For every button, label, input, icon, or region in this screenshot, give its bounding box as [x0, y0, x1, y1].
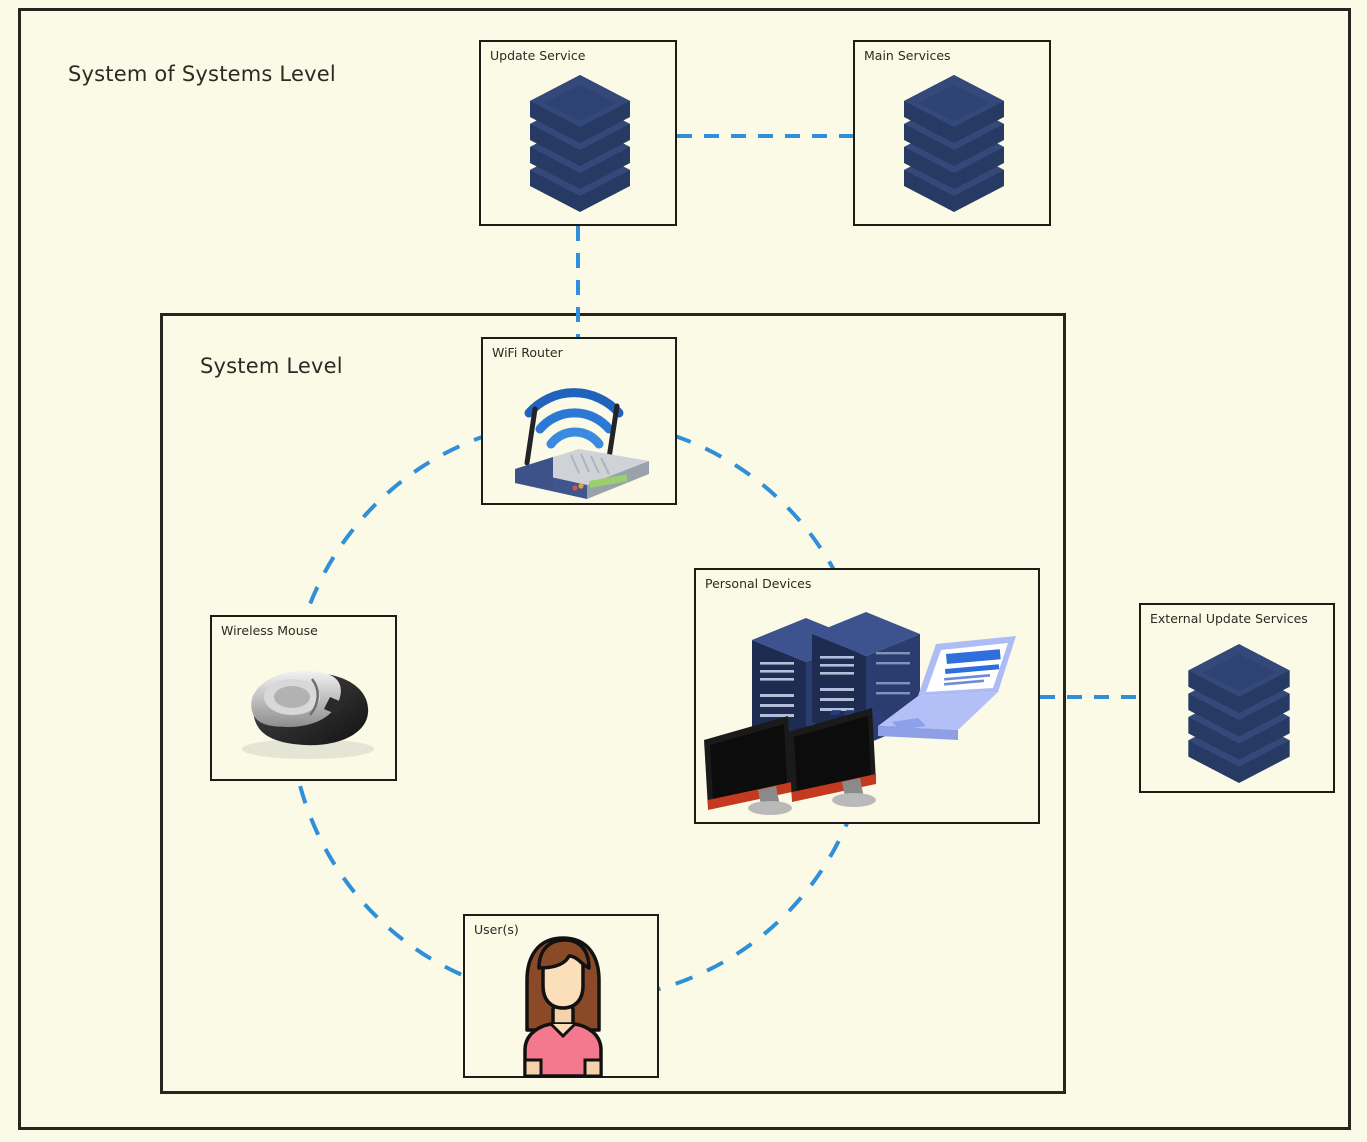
system-level-title: System Level [200, 354, 343, 378]
node-users[interactable]: User(s) [463, 914, 659, 1078]
wireless-mouse-icon [212, 645, 395, 769]
node-label: Wireless Mouse [221, 623, 318, 638]
server-stack-icon [855, 64, 1049, 214]
node-label: External Update Services [1150, 611, 1308, 626]
node-label: Personal Devices [705, 576, 812, 591]
server-stack-icon [481, 64, 675, 214]
node-label: Update Service [490, 48, 586, 63]
wifi-router-icon [483, 357, 675, 505]
system-of-systems-frame [18, 8, 1351, 1130]
node-label: Main Services [864, 48, 951, 63]
node-update-service[interactable]: Update Service [479, 40, 677, 226]
personal-devices-icon [696, 600, 1038, 822]
user-avatar-icon [465, 934, 657, 1078]
server-stack-icon [1141, 633, 1333, 785]
node-wifi-router[interactable]: WiFi Router [481, 337, 677, 505]
node-label: WiFi Router [492, 345, 563, 360]
node-main-services[interactable]: Main Services [853, 40, 1051, 226]
system-level-frame [160, 313, 1066, 1094]
node-personal-devices[interactable]: Personal Devices [694, 568, 1040, 824]
system-of-systems-title: System of Systems Level [68, 62, 336, 86]
node-external-update-services[interactable]: External Update Services [1139, 603, 1335, 793]
node-wireless-mouse[interactable]: Wireless Mouse [210, 615, 397, 781]
